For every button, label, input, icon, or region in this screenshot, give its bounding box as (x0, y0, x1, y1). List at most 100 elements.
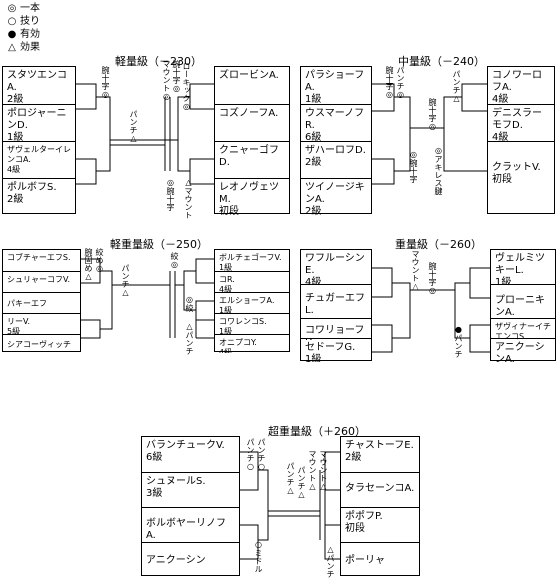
competitor-name: シアコーヴィッチ (7, 340, 71, 349)
legend-label: 技り (20, 16, 40, 27)
competitor-name: コノワーロフA. (492, 70, 542, 93)
division-title: 中量級（－240） (398, 55, 485, 68)
competitor: バランチュークV.6級 (142, 437, 239, 472)
division-title: 軽量級（－230） (115, 55, 202, 68)
competitor-rank: 2級 (7, 194, 24, 205)
competitor-name: シュヌールS. (146, 476, 206, 487)
competitor-name: アニクーシン (146, 555, 206, 566)
result-note: 絞め◎ (95, 248, 104, 273)
competitor-name: ボルチェゴーフV. (219, 253, 282, 262)
competitor-rank: 2級 (305, 157, 322, 168)
competitor: アニクーシン (142, 542, 239, 577)
competitor-name: ザハーロフD. (305, 145, 366, 156)
competitor: ポルボフS.2級 (3, 178, 75, 215)
competitor: コワリョーフD. (301, 318, 371, 340)
result-note: 腕十字◎ (428, 262, 437, 295)
competitor-name: ポルボフS. (7, 182, 57, 193)
competitor: コR.4級 (215, 271, 289, 292)
competitor: クニャーゴフD. (215, 141, 289, 178)
competitor-name: ヴェルミツキーL. (495, 253, 545, 276)
result-note: △パンチ (326, 545, 335, 578)
competitor: シアコーヴィッチ (3, 334, 80, 353)
competitor-name: アニクーシンA. (495, 342, 545, 362)
competitor-rank: 4級 (492, 132, 509, 141)
competitor: リーV.5級 (3, 313, 80, 334)
competitor-rank: 2級 (345, 452, 362, 463)
bracket-right: チャストーフE.2級 タラセーンコA. ポポフP.初段 ポーリャ (340, 436, 420, 576)
legend-label: 有効 (20, 29, 40, 40)
legend-label: 一本 (20, 3, 40, 14)
competitor-name: チュガーエフL. (305, 293, 365, 316)
competitor-rank: 6級 (305, 132, 322, 141)
competitor-name: ポーリャ (345, 555, 385, 566)
competitor: ザヴェルターイレンコA.4級 (3, 141, 75, 178)
competitor: ズロービンA. (215, 67, 289, 104)
bracket-left: コブチャーエフS. シュリャーコフV. パキーエフ リーV.5級 シアコーヴィッ… (2, 249, 81, 352)
competitor-rank: 4級 (219, 348, 233, 353)
competitor-rank: 4級 (492, 94, 509, 104)
bracket-left: バランチュークV.6級 シュヌールS.3級 ボルボヤーリノフA. アニクーシン (141, 436, 240, 576)
result-note: 絞◎ (170, 252, 179, 269)
division-title: 軽重量級（－250） (110, 238, 208, 251)
competitor-name: パラショーフA. (305, 70, 365, 93)
competitor-rank: 初段 (219, 206, 239, 215)
competitor: ザヴィナーイチエンコS.4級 (491, 318, 555, 340)
competitor: アニクーシンA.1級 (491, 338, 555, 362)
competitor-name: コワレンコS. (219, 317, 267, 326)
competitor-name: デニスラーモフD. (492, 108, 542, 131)
competitor-name: ザヴィナーイチエンコS. (495, 322, 551, 340)
result-note: パンチ◎ (396, 66, 405, 99)
competitor-name: セドーフG. (305, 342, 356, 353)
competitor-rank: 初段 (345, 523, 365, 534)
result-note: ◎絞 (185, 295, 194, 312)
competitor-name: シュリャーコフV. (7, 275, 70, 284)
result-note: 腕十字◎ (385, 66, 394, 99)
competitor-name: スタツエンコA. (7, 70, 67, 93)
competitor-name: ツイノージキンA. (305, 182, 365, 205)
legend: ◎一本 ○技り ●有効 △効果 (4, 2, 40, 54)
result-note: ◎腕十字 (409, 150, 418, 183)
competitor-name: ボルボヤーリノフA. (146, 518, 226, 541)
result-note: マウント△ (411, 250, 420, 291)
competitor-rank: 2級 (305, 206, 322, 215)
competitor: プローニキンA. (491, 284, 555, 318)
competitor-name: コブチャーエフS. (7, 253, 71, 262)
competitor-name: エルショーフA. (219, 296, 275, 305)
competitor: ウスマーノフR.6級 (301, 104, 371, 141)
legend-label: 効果 (20, 42, 40, 53)
competitor: ポロジャーニンD.1級 (3, 104, 75, 141)
competitor-rank: 4級 (305, 277, 322, 284)
competitor-name: ウスマーノフR. (305, 108, 365, 131)
result-note: 腕十字◎ (172, 60, 181, 93)
legend-row: ◎一本 (4, 2, 40, 15)
competitor-rank: 1級 (219, 327, 233, 334)
competitor: ボルチェゴーフV.1級 (215, 250, 289, 271)
competitor-rank: 1級 (495, 277, 512, 284)
legend-row: ○技り (4, 15, 40, 28)
result-note: マウント△ (308, 450, 317, 491)
competitor: パラショーフA.1級 (301, 67, 371, 104)
competitor-name: レオノヴェツM. (219, 182, 279, 205)
result-note: パンチ△ (297, 466, 306, 499)
competitor: コワレンコS.1級 (215, 313, 289, 334)
result-note: マウント△ (319, 450, 328, 491)
filled-circle-icon: ● (7, 29, 17, 40)
division-title: 重量級（－260） (395, 238, 482, 251)
competitor: スタツエンコA.2級 (3, 67, 75, 104)
competitor-name: ザヴェルターイレンコA. (7, 145, 71, 164)
competitor-rank: 4級 (7, 165, 21, 174)
competitor-rank: 6級 (146, 452, 163, 463)
competitor-name: リーV. (7, 317, 30, 326)
result-note: △パンチ (185, 322, 194, 355)
result-note: △マウント (184, 178, 193, 219)
competitor-rank: 1級 (219, 306, 233, 313)
double-circle-icon: ◎ (7, 3, 17, 14)
result-note: パンチ○ (257, 438, 266, 471)
competitor: チュガーエフL. (301, 284, 371, 318)
competitor: ヴェルミツキーL.1級 (491, 250, 555, 284)
competitor: ポーリャ (341, 542, 419, 577)
competitor-name: プローニキンA. (495, 295, 545, 318)
competitor-name: バランチュークV. (146, 440, 225, 451)
competitor: エルショーフA.1級 (215, 292, 289, 313)
competitor-rank: 1級 (305, 354, 322, 362)
